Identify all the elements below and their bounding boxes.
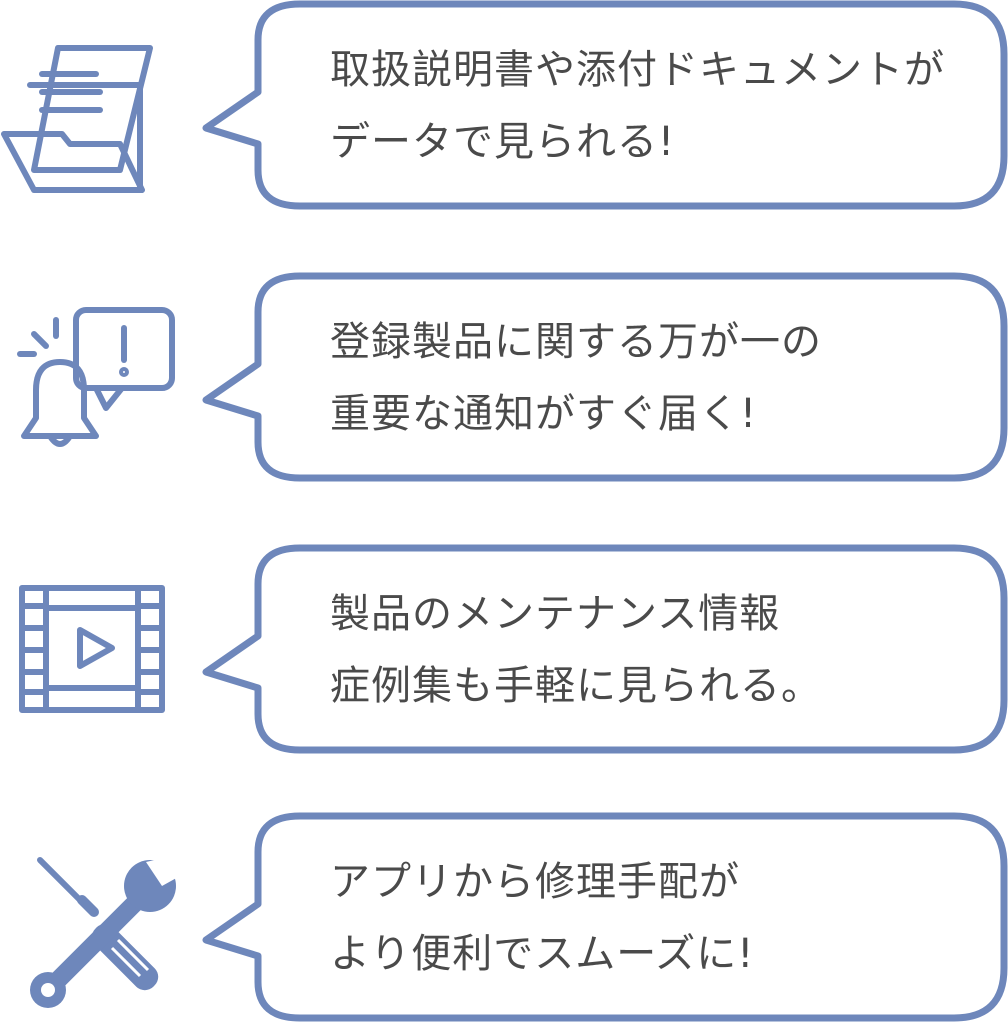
feature-text-line: 症例集も手軽に見られる。 (330, 663, 822, 709)
video-film-icon (18, 584, 168, 718)
feature-text-line: 登録製品に関する万が一の (330, 319, 822, 365)
feature-text: 製品のメンテナンス情報 症例集も手軽に見られる。 (330, 578, 980, 722)
speech-bubble: 登録製品に関する万が一の 重要な通知がすぐ届く! (200, 272, 1008, 482)
feature-text-line: 取扱説明書や添付ドキュメントが (330, 47, 945, 93)
feature-text-line: データで見られる! (330, 119, 676, 165)
feature-text: アプリから修理手配が より便利でスムーズに! (330, 846, 980, 990)
feature-text-line: より便利でスムーズに! (330, 931, 755, 977)
feature-text-line: アプリから修理手配が (330, 859, 740, 905)
feature-text-line: 製品のメンテナンス情報 (330, 591, 781, 637)
wrench-screwdriver-icon (22, 842, 192, 1016)
speech-bubble: アプリから修理手配が より便利でスムーズに! (200, 812, 1008, 1022)
speech-bubble: 製品のメンテナンス情報 症例集も手軽に見られる。 (200, 544, 1008, 754)
speech-bubble: 取扱説明書や添付ドキュメントが データで見られる! (200, 0, 1008, 210)
bell-alert-icon (10, 306, 180, 470)
feature-text: 取扱説明書や添付ドキュメントが データで見られる! (330, 34, 980, 178)
feature-text-line: 重要な通知がすぐ届く! (330, 391, 758, 437)
feature-text: 登録製品に関する万が一の 重要な通知がすぐ届く! (330, 306, 980, 450)
document-folder-icon (0, 40, 170, 204)
